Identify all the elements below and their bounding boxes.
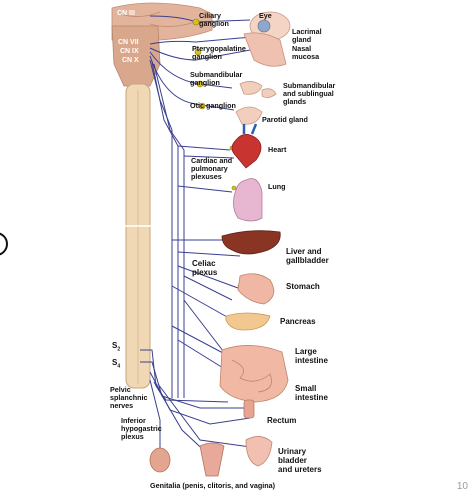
ciliary-ganglion-label: Ciliary ganglion — [199, 11, 229, 29]
parotid-organ — [235, 106, 263, 125]
otic-ganglion-dot — [198, 102, 206, 110]
page-number: 10 — [456, 481, 468, 492]
nerve-fibers — [140, 15, 273, 457]
rectum-label: Rectum — [267, 416, 297, 425]
genitalia-organ-1 — [149, 447, 171, 473]
eye-label: Eye — [259, 11, 272, 20]
pancreas-label: Pancreas — [280, 317, 316, 326]
s4-label: S4 — [112, 358, 121, 370]
lung-label: Lung — [268, 182, 286, 191]
rectum-organ — [243, 399, 255, 419]
cardiac-plexus-label: Cardiac and pulmonary plexuses — [191, 156, 233, 182]
organs — [149, 11, 291, 477]
lung-organ — [233, 178, 263, 222]
genitalia-label: Genitalia (penis, clitoris, and vagina) — [150, 481, 276, 490]
inferior-hypogastric-label: Inferior hypogastric plexus — [121, 416, 162, 442]
parotid-label: Parotid gland — [262, 115, 308, 124]
submandibular-ganglion-dot — [196, 80, 204, 88]
submandibular-organ — [239, 81, 263, 95]
liver-label: Liver and gallbladder — [286, 247, 329, 265]
brainstem — [111, 25, 161, 87]
small-intestine-label: Small intestine — [295, 384, 328, 402]
urinary-label: Urinary bladder and ureters — [278, 447, 322, 474]
heart-label: Heart — [268, 145, 287, 154]
cn10-label: CN X — [122, 57, 139, 64]
submandibular-glands-label: Submandibular and sublingual glands — [283, 81, 336, 107]
s2-label: S2 — [112, 341, 121, 353]
bladder-organ — [245, 436, 273, 467]
otic-ganglion-label: Otic ganglion — [190, 101, 236, 110]
liver-organ — [221, 230, 281, 255]
nasal-organ — [243, 32, 287, 67]
cn7-label: CN VII — [118, 39, 139, 46]
intestine-organ — [219, 345, 289, 403]
large-intestine-label: Large intestine — [295, 347, 328, 365]
pelvic-splanchnic-label: Pelvic splanchnic nerves — [110, 385, 148, 411]
ciliary-ganglion-dot — [192, 18, 200, 26]
stomach-organ — [237, 273, 275, 305]
pancreas-organ — [225, 312, 271, 331]
submandibular-ganglion-label: Submandibular ganglion — [190, 70, 243, 88]
nasal-label: Nasal mucosa — [292, 44, 320, 62]
cn9-label: CN IX — [120, 48, 139, 55]
genitalia-organ-2 — [199, 442, 225, 477]
pterygopalatine-ganglion-dot — [194, 48, 202, 56]
lacrimal-label: Lacrimal gland — [292, 27, 322, 45]
heart-organ — [231, 123, 262, 169]
celiac-plexus-label: Celiac plexus — [192, 259, 218, 277]
stomach-label: Stomach — [286, 282, 320, 291]
pterygopalatine-ganglion-label: Pterygopalatine ganglion — [192, 44, 246, 62]
cn3-label: CN III — [117, 10, 135, 17]
